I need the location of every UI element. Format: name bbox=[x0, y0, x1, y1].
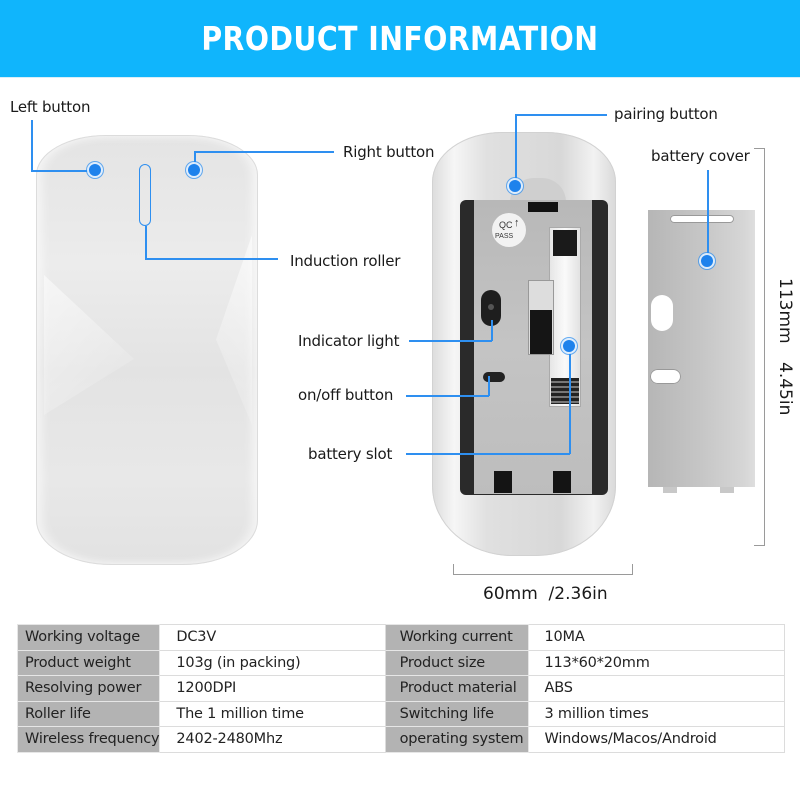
leader-line bbox=[31, 170, 89, 172]
spec-label: Resolving power bbox=[16, 675, 161, 702]
leader-line bbox=[145, 258, 278, 260]
header-banner: PRODUCT INFORMATION bbox=[0, 0, 800, 77]
battery-cover-image bbox=[648, 210, 755, 487]
leader-line bbox=[515, 114, 607, 116]
width-dimension: 60mm /2.36in bbox=[483, 584, 608, 604]
leader-line bbox=[31, 120, 33, 171]
mouse-top-view-image bbox=[36, 135, 258, 565]
leader-line bbox=[194, 152, 196, 167]
height-dimension-tick bbox=[754, 148, 765, 149]
spec-label: Switching life bbox=[384, 700, 529, 727]
label-indicator-light: Indicator light bbox=[298, 332, 400, 350]
pairing-slot bbox=[528, 202, 558, 212]
cover-hole bbox=[650, 369, 681, 384]
leader-line bbox=[409, 340, 492, 342]
mouse-highlight bbox=[216, 235, 252, 425]
width-dimension-tick bbox=[632, 564, 633, 575]
label-battery-cover: battery cover bbox=[651, 147, 750, 165]
leader-line bbox=[406, 453, 570, 455]
label-right-button: Right button bbox=[343, 143, 435, 161]
switch-block-dark bbox=[530, 310, 552, 354]
mouse-foot bbox=[494, 471, 512, 493]
spec-value: Windows/Macos/Android bbox=[527, 726, 785, 753]
spec-value: 113*60*20mm bbox=[527, 649, 785, 676]
spec-value: 2402-2480Mhz bbox=[159, 726, 386, 753]
height-dimension-tick bbox=[754, 545, 765, 546]
cover-tab bbox=[720, 487, 734, 493]
arrow-up-icon: ↑ bbox=[514, 217, 520, 229]
spec-label: Product size bbox=[384, 649, 529, 676]
leader-line bbox=[491, 320, 493, 341]
spec-value: 10MA bbox=[527, 624, 785, 651]
banner-divider bbox=[0, 77, 800, 78]
leader-line bbox=[707, 170, 709, 259]
battery-terminal bbox=[553, 230, 577, 256]
spec-value: 103g (in packing) bbox=[159, 649, 386, 676]
table-row: Product weight 103g (in packing) Product… bbox=[16, 649, 785, 676]
label-induction-roller: Induction roller bbox=[290, 252, 401, 270]
spec-label: Wireless frequency bbox=[16, 726, 161, 753]
indicator-light bbox=[481, 290, 501, 326]
leader-line bbox=[406, 395, 489, 397]
spec-value: 1200DPI bbox=[159, 675, 386, 702]
table-row: Resolving power 1200DPI Product material… bbox=[16, 675, 785, 702]
mouse-highlight bbox=[44, 275, 134, 415]
table-row: Wireless frequency 2402-2480Mhz operatin… bbox=[16, 726, 785, 753]
mouse-foot bbox=[553, 471, 571, 493]
leader-line bbox=[145, 226, 147, 259]
width-dimension-tick bbox=[453, 564, 454, 575]
marker-dot-icon bbox=[701, 255, 713, 267]
spec-value: 3 million times bbox=[527, 700, 785, 727]
spec-label: operating system bbox=[384, 726, 529, 753]
cover-tab bbox=[663, 487, 677, 493]
marker-dot-icon bbox=[563, 340, 575, 352]
leader-line bbox=[488, 376, 490, 396]
table-row: Working voltage DC3V Working current 10M… bbox=[16, 624, 785, 651]
spec-label: Roller life bbox=[16, 700, 161, 727]
marker-dot-icon bbox=[509, 180, 521, 192]
label-left-button: Left button bbox=[10, 98, 91, 116]
sticker-text: PASS bbox=[495, 233, 514, 240]
height-in: 4.45in bbox=[775, 362, 795, 416]
leader-line bbox=[194, 151, 334, 153]
cover-hole bbox=[651, 295, 673, 331]
marker-dot-icon bbox=[188, 164, 200, 176]
page-title: PRODUCT INFORMATION bbox=[201, 19, 599, 58]
battery-spring bbox=[551, 378, 579, 404]
leader-line bbox=[569, 346, 571, 454]
spec-label: Product material bbox=[384, 675, 529, 702]
table-row: Roller life The 1 million time Switching… bbox=[16, 700, 785, 727]
cover-slot bbox=[670, 215, 734, 223]
spec-value: ABS bbox=[527, 675, 785, 702]
label-on-off-button: on/off button bbox=[298, 386, 394, 404]
qc-pass-sticker: QC PASS ↑ bbox=[492, 213, 526, 247]
spec-label: Working voltage bbox=[16, 624, 161, 651]
spec-label: Working current bbox=[384, 624, 529, 651]
marker-dot-icon bbox=[89, 164, 101, 176]
battery-slot bbox=[549, 227, 581, 407]
sticker-text: QC bbox=[499, 220, 513, 230]
leader-line bbox=[515, 115, 517, 185]
width-dimension-line bbox=[453, 574, 633, 575]
label-pairing-button: pairing button bbox=[614, 105, 718, 123]
height-mm: 113mm bbox=[775, 278, 795, 344]
label-battery-slot: battery slot bbox=[308, 445, 393, 463]
spec-label: Product weight bbox=[16, 649, 161, 676]
induction-roller-outline bbox=[139, 164, 151, 226]
spec-value: DC3V bbox=[159, 624, 386, 651]
spec-value: The 1 million time bbox=[159, 700, 386, 727]
spec-table: Working voltage DC3V Working current 10M… bbox=[16, 624, 785, 753]
height-dimension-line bbox=[764, 148, 765, 546]
on-off-switch bbox=[483, 372, 505, 382]
